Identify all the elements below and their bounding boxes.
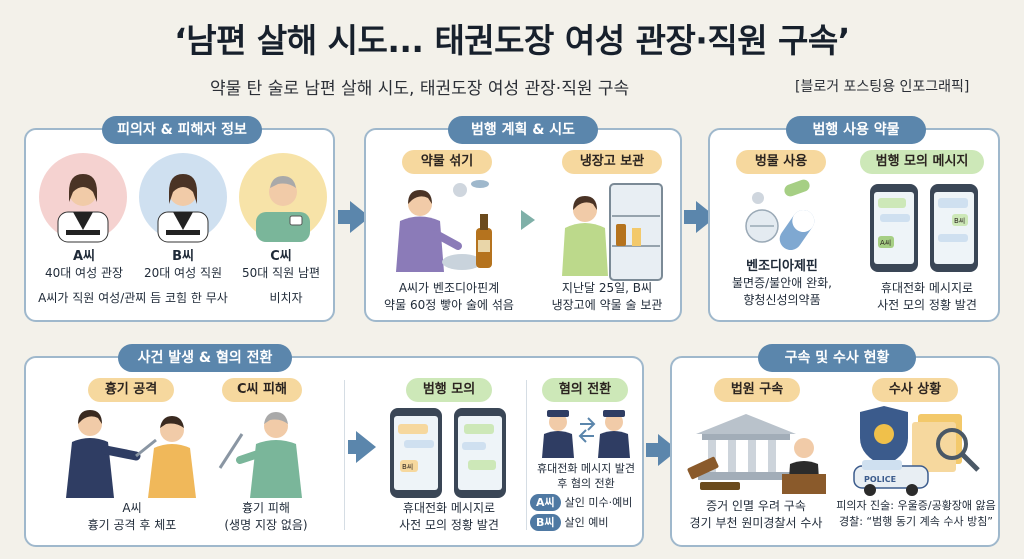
panel-title: 구속 및 수사 현황 [758,344,916,372]
court-arrest-caption: 증거 인멸 우려 구속 경기 부천 원미경찰서 수사 [678,498,834,532]
panel-title: 피의자 & 피해자 정보 [102,116,262,144]
court-line1: 증거 인멸 우려 구속 [706,499,806,513]
court-illustration [687,414,826,494]
page-subtitle: 약물 탄 술로 남편 살해 시도, 태권도장 여성 관장·직원 구속 [210,79,630,99]
panel-drug-used: 범행 사용 약물 벙물 사용 벤조디아제핀 불면증/불안애 완화, 향청신성의약… [708,116,1000,322]
victim-line2: (생명 지장 없음) [224,518,308,532]
step-investigation: 수사 상황 [872,378,958,402]
person-c-name: C씨 [270,249,292,264]
person-a-illustration [39,153,127,243]
step-mix-drug-caption: A씨가 벤조디아핀계 약물 60정 빻아 술에 섞음 [370,280,528,314]
fridge-illustration [562,183,663,281]
investigation-line1: 피의자 진술: 우울증/공황장애 앓음 [836,499,996,512]
investigation-caption: 피의자 진술: 우울증/공황장애 앓음 경찰: “범행 동기 계속 수사 방침” [832,498,1000,530]
police-officers-illustration [542,410,630,458]
phones-plot-illustration: B씨 [390,408,506,498]
step-fridge-line2: 냉장고에 약물 술 보관 [551,298,663,312]
court-line2: 경기 부천 원미경찰서 수사 [689,516,823,530]
plot-messages-caption: 휴대전화 메시지로 사전 모의 정황 발견 [854,280,1000,314]
victim-line1: 흉기 피해 [242,501,290,515]
person-b-caption: B씨 20대 여성 직원 [128,248,238,282]
c-note: 비치자 [269,291,303,305]
charge-change-caption: 휴대전화 메시지 발견 후 혐의 전환 [528,461,644,491]
police-car-label: POLICE [864,475,896,484]
page-title: ‘남편 살해 시도... 태권도장 여성 관장·직원 구속’ [174,21,850,60]
person-a-caption: A씨 40대 여성 관장 [28,248,140,282]
attack-illustration [66,410,196,498]
charge-a-text: 살인 미수·예비 [564,496,633,509]
blogger-tag: [블로거 포스팅용 인포그래픽] [795,79,970,95]
drug-name: 벤조디아제핀 [746,259,818,274]
person-c-illustration [239,153,327,242]
chat-label-a: A씨 [880,239,891,247]
panel-arrest-investigation: 구속 및 수사 현황 법원 구속 증거 인멸 우려 구속 경기 부천 원미경찰서… [670,344,1000,547]
panel-plan-attempt: 범행 계획 & 시도 약물 섞기 A씨가 벤조디아핀계 약물 60정 빻아 술에… [364,116,682,322]
step-victim-harm: C씨 피해 [222,378,302,402]
panel-suspect-victim-info: 피의자 & 피해자 정보 A씨 40대 여성 관장 B씨 20대 여성 직원 C… [24,116,336,322]
drug-caption: 벤조디아제핀 불면증/불안애 완화, 향청신성의약품 [710,258,854,309]
ab-note: A씨가 직원 여성/관찌 듬 코힘 한 무사 [38,291,228,305]
person-c-desc: 50대 직원 남편 [241,266,321,280]
flow-arrow-icon [521,210,535,230]
flow-arrow-stem [338,210,352,224]
person-a-name: A씨 [72,249,96,264]
phones-messages-illustration: A씨 B씨 [870,184,978,272]
person-a-desc: 40대 여성 관장 [44,266,124,280]
plot-caption: 휴대전화 메시지로 사전 모의 정황 발견 [374,500,524,534]
attack-line1: A씨 [122,501,142,515]
panel-title: 사건 발생 & 혐의 전환 [118,344,292,372]
step-fridge: 냉장고 보관 [562,150,662,174]
drug-line2: 향청신성의약품 [743,293,821,307]
step-court-arrest: 법원 구속 [714,378,800,402]
step-charge-change: 혐의 전환 [542,378,628,402]
step-fridge-caption: 지난달 25일, B씨 냉장고에 약물 술 보관 [534,280,680,314]
person-b-name: B씨 [172,249,194,264]
person-b-illustration [139,153,227,243]
charge-change-line1: 휴대전화 메시지 발견 [536,462,636,475]
flow-arrow-stem [684,210,698,224]
person-b-desc: 20대 여성 직원 [143,266,223,280]
chat-label-b: B씨 [954,217,965,225]
panel-title: 범행 사용 약물 [786,116,926,144]
step-drug-use: 벙물 사용 [736,150,826,174]
step-mix-line2: 약물 60정 빻아 술에 섞음 [384,298,514,312]
charge-a-badge: A씨 [530,494,561,511]
plot-line1: 휴대전화 메시지로 [880,281,974,295]
weapon-attack-caption: A씨 흉기 공격 후 체포 [62,500,202,534]
panel-incident-charge-change: 사건 발생 & 혐의 전환 흉기 공격 A씨 흉기 공격 후 체포 C씨 피해 … [24,344,644,547]
police-investigation-illustration: POLICE [853,406,980,496]
panel-title: 범행 계획 & 시도 [448,116,598,144]
chat-label-b: B씨 [402,463,413,471]
victim-illustration [218,412,302,498]
attack-line2: 흉기 공격 후 체포 [87,518,177,532]
charge-b-text: 살인 예비 [564,516,609,529]
plot-line2: 사전 모의 정황 발견 [877,298,977,312]
plot-line1: 휴대전화 메시지로 [402,501,496,515]
pills-icon [745,179,815,251]
charge-b-badge: B씨 [530,514,561,531]
step-fridge-line1: 지난달 25일, B씨 [561,281,653,295]
step-mix-drug: 약물 섞기 [402,150,492,174]
flow-arrow-stem [348,440,358,454]
step-weapon-attack: 흉기 공격 [88,378,174,402]
section-divider [344,380,345,530]
drug-line1: 불면증/불안애 완화, [732,276,832,290]
step-plot: 범행 모의 [406,378,492,402]
section-divider [526,380,527,530]
victim-harm-caption: 흉기 피해 (생명 지장 없음) [200,500,332,534]
flow-arrow-icon [356,431,376,463]
plot-line2: 사전 모의 정황 발견 [399,518,499,532]
person-c-caption: C씨 50대 직원 남편 [226,248,336,282]
investigation-line2: 경찰: “범행 동기 계속 수사 방침” [838,515,994,528]
flow-arrow-stem [646,443,660,457]
woman-mixing-illustration [396,180,492,272]
charge-change-line2: 후 혐의 전환 [557,477,615,490]
step-mix-line1: A씨가 벤조디아핀계 [398,281,500,295]
step-plot-messages: 범행 모의 메시지 [860,150,984,174]
